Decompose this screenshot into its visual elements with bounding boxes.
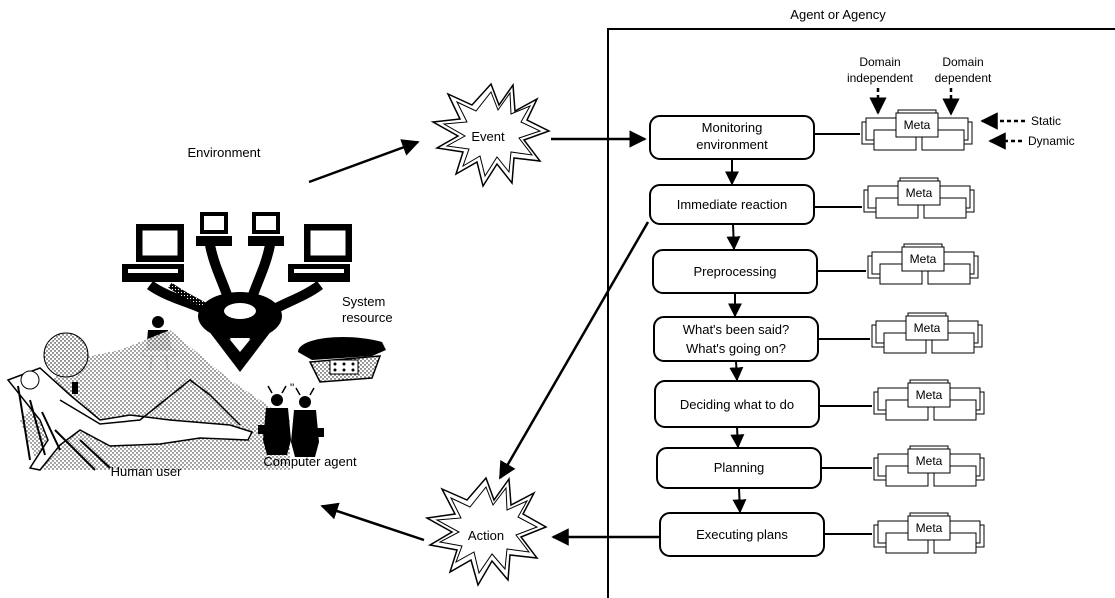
stage-planning: Planning: [656, 447, 822, 489]
meta-label: Meta: [914, 321, 941, 335]
kb-connectors: [814, 133, 872, 535]
stage-label-line: Preprocessing: [693, 264, 776, 279]
stage-label-line: What's been said?: [683, 322, 790, 337]
meta-label: Meta: [906, 186, 933, 200]
stage-preprocessing: Preprocessing: [652, 249, 818, 294]
static-label: Static: [1031, 114, 1061, 128]
action-label: Action: [468, 528, 504, 543]
arrow-environment-to-event: [308, 139, 420, 184]
agency-frame: [607, 28, 1115, 598]
stage-label-line: environment: [696, 137, 768, 152]
dashed-pointers: [869, 88, 1025, 150]
meta-knowledge-base: Meta: [873, 379, 985, 421]
stage-label-line: What's going on?: [686, 341, 786, 356]
stage-label-line: Executing plans: [696, 527, 788, 542]
meta-label: Meta: [916, 388, 943, 402]
stage-label-line: Immediate reaction: [677, 197, 788, 212]
stage-executing-plans: Executing plans: [659, 512, 825, 557]
speech-marks: ": [290, 381, 294, 395]
stage-label-line: Deciding what to do: [680, 397, 794, 412]
dynamic-label: Dynamic: [1028, 134, 1075, 148]
computer-agent-illustration: ": [258, 381, 324, 457]
human-user-label: Human user: [111, 464, 182, 479]
arrow-immediate-reaction-to-action: [498, 221, 650, 480]
meta-knowledge-base: Meta: [873, 512, 985, 554]
meta-label: Meta: [904, 118, 931, 132]
meta-knowledge-base: Meta: [873, 445, 985, 487]
computer-network-illustration: [122, 212, 352, 372]
stage-whats-been-said: What's been said? What's going on?: [653, 316, 819, 362]
meta-label: Meta: [916, 521, 943, 535]
domain-independent-label: independent: [847, 71, 914, 85]
event-label: Event: [471, 129, 505, 144]
telephone-illustration: [298, 337, 386, 383]
meta-knowledge-base: Meta: [867, 243, 979, 285]
meta-knowledge-base: Meta: [863, 177, 975, 219]
meta-knowledge-base: Meta: [861, 109, 973, 151]
stage-immediate-reaction: Immediate reaction: [649, 184, 815, 225]
system-resource-label: resource: [342, 310, 393, 325]
domain-independent-label: Domain: [859, 55, 900, 69]
meta-label: Meta: [916, 454, 943, 468]
event-burst: Event: [430, 82, 551, 188]
action-burst: Action: [424, 476, 548, 587]
computer-agent-label: Computer agent: [263, 454, 357, 469]
arrow-action-to-environment: [320, 502, 425, 542]
stage-label-line: Planning: [714, 460, 765, 475]
stage-deciding-what-to-do: Deciding what to do: [654, 380, 820, 428]
domain-dependent-label: Domain: [942, 55, 983, 69]
agency-title: Agent or Agency: [790, 7, 886, 22]
environment-label: Environment: [188, 145, 261, 160]
stage-label-line: Monitoring: [702, 120, 763, 135]
stage-arrows: [725, 159, 747, 514]
human-user-illustration: [6, 330, 290, 471]
domain-dependent-label: dependent: [935, 71, 992, 85]
meta-label: Meta: [910, 252, 937, 266]
stage-monitoring-environment: Monitoring environment: [649, 115, 815, 160]
system-resource-label: System: [342, 294, 385, 309]
meta-knowledge-base: Meta: [871, 312, 983, 354]
